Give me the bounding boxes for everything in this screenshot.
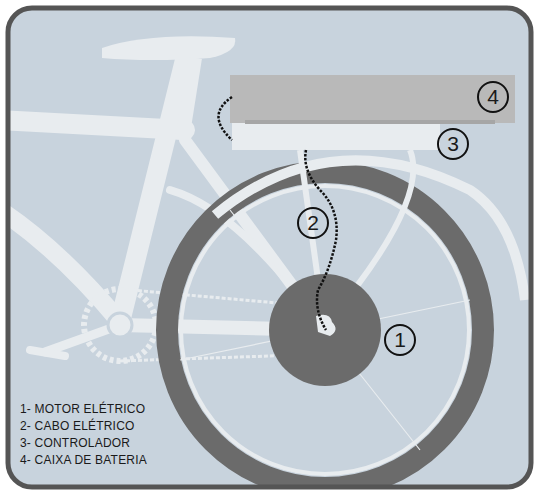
key-line: 1- MOTOR ELÉTRICO bbox=[20, 402, 145, 416]
battery-box bbox=[230, 75, 515, 123]
frame-border bbox=[8, 8, 531, 487]
electric-cable bbox=[305, 150, 336, 330]
key-line: 3- CONTROLADOR bbox=[20, 436, 130, 450]
callout-number: 4 bbox=[477, 81, 509, 113]
key-line: 2- CABO ELÉTRICO bbox=[20, 419, 135, 433]
bike-drawing bbox=[8, 36, 525, 487]
background-panel bbox=[8, 8, 531, 487]
key-line: 4- CAIXA DE BATERIA bbox=[20, 453, 147, 467]
battery-cable bbox=[219, 97, 233, 140]
callout-number: 2 bbox=[297, 207, 329, 239]
controller-box bbox=[232, 122, 440, 150]
callout-number: 1 bbox=[384, 324, 416, 356]
callout-number: 3 bbox=[437, 128, 469, 160]
